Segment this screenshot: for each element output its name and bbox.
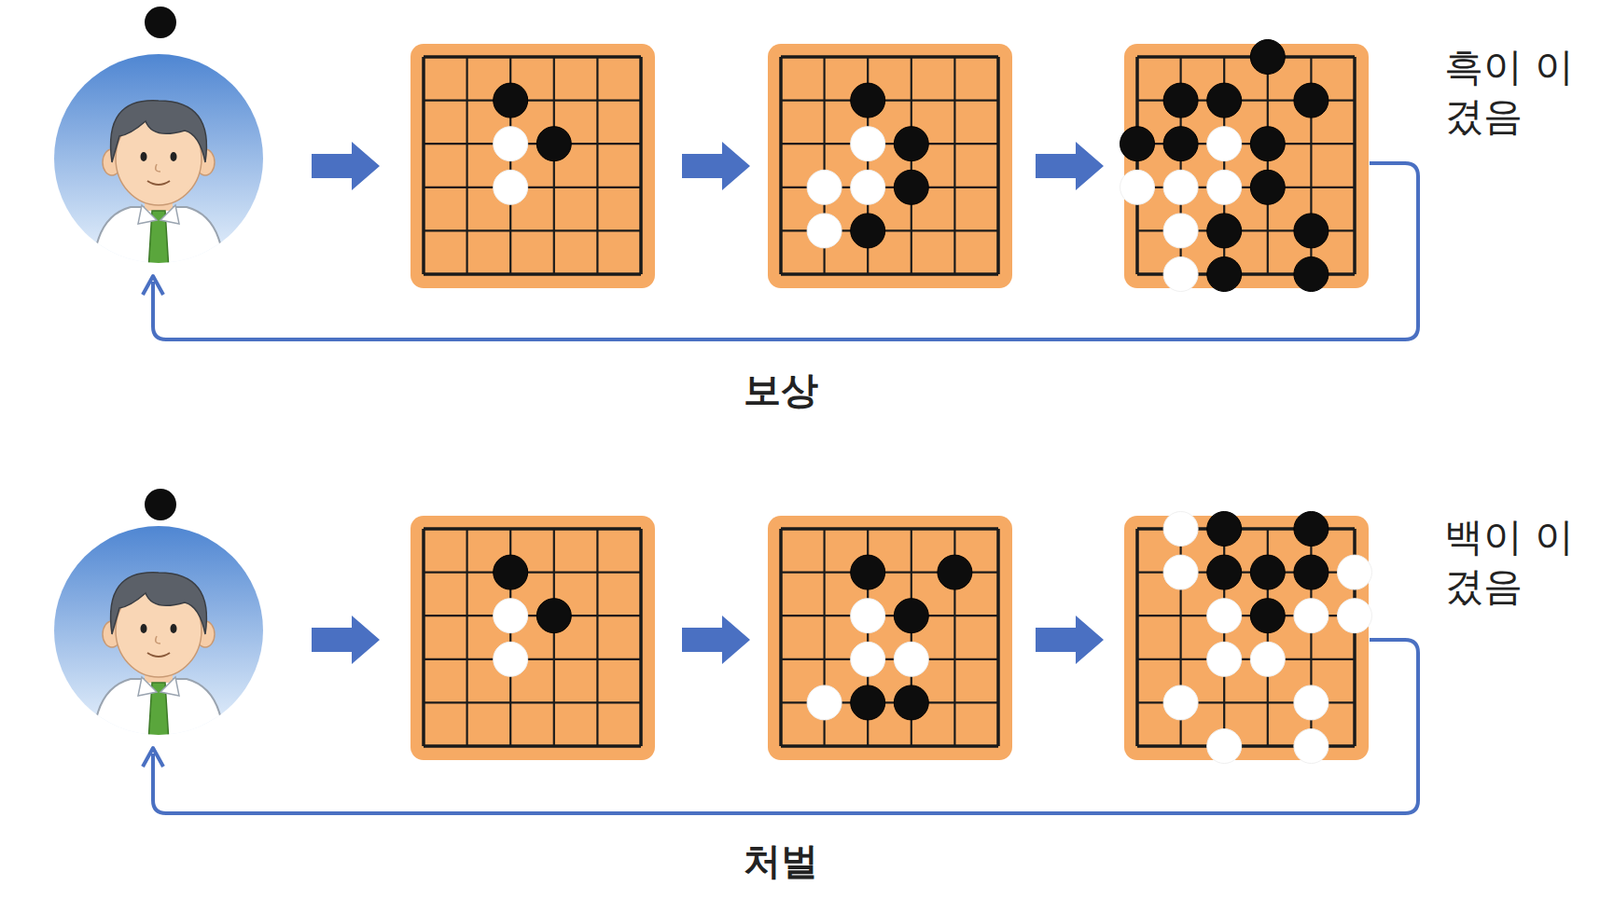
feedback-label: 보상	[678, 367, 884, 413]
learning-row	[54, 488, 1419, 814]
result-note: 백이 이겼음	[1444, 513, 1585, 612]
learning-row	[54, 6, 1419, 340]
result-note: 흑이 이겼음	[1444, 42, 1585, 141]
feedback-label: 처벌	[678, 838, 884, 884]
